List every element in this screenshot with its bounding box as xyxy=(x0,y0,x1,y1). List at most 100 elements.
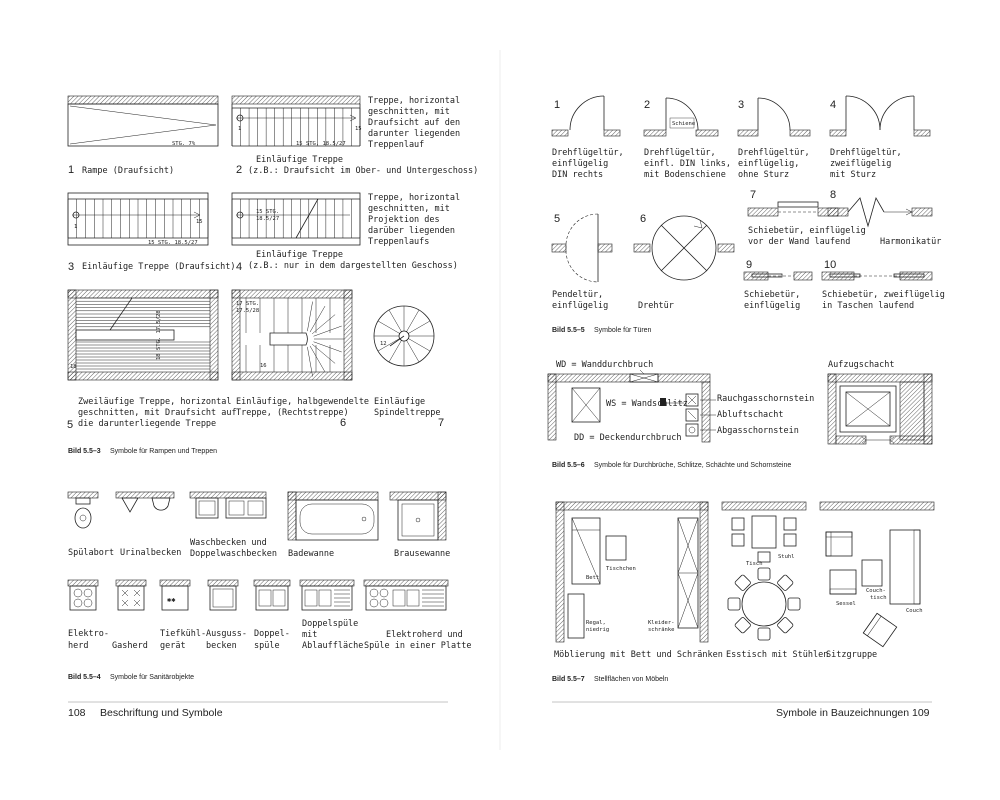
svg-text:Aufzugschacht: Aufzugschacht xyxy=(828,360,895,370)
s5-desc: Zweiläufige Treppe, horizontal geschnitt… xyxy=(78,397,237,429)
svg-text:darunter liegenden: darunter liegenden xyxy=(368,129,460,139)
svg-text:DIN rechts: DIN rechts xyxy=(552,170,603,180)
svg-text:WS = Wandschlitz: WS = Wandschlitz xyxy=(606,399,688,409)
svg-text:Bild 5.5–6: Bild 5.5–6 xyxy=(552,462,585,469)
svg-text:Drehflügeltür,: Drehflügeltür, xyxy=(552,148,624,158)
svg-text:Treppe, (Rechtstreppe): Treppe, (Rechtstreppe) xyxy=(236,408,349,418)
svg-text:Stellflächen von Möbeln: Stellflächen von Möbeln xyxy=(594,676,668,683)
svg-text:die darunterliegende Treppe: die darunterliegende Treppe xyxy=(78,419,216,429)
svg-text:Doppelwaschbecken: Doppelwaschbecken xyxy=(190,549,277,559)
svg-text:Doppel-: Doppel- xyxy=(254,629,290,639)
svg-text:3: 3 xyxy=(68,261,74,273)
svg-text:15 STG.: 15 STG. xyxy=(256,209,279,215)
svg-text:Schiebetür, zweiflügelig: Schiebetür, zweiflügelig xyxy=(822,290,945,300)
svg-text:einflügelig: einflügelig xyxy=(744,301,800,311)
svg-text:in Taschen laufend: in Taschen laufend xyxy=(822,301,914,311)
svg-text:Ablauffläche: Ablauffläche xyxy=(302,641,363,651)
right-page: 1 2 Schiene 3 4 Drehflügeltür, xyxy=(547,95,945,719)
svg-text:7: 7 xyxy=(438,417,444,429)
svg-text:Regal,: Regal, xyxy=(586,620,606,626)
svg-text:einflügelig: einflügelig xyxy=(552,159,608,169)
svg-text:schränke: schränke xyxy=(648,627,675,633)
svg-text:6: 6 xyxy=(640,213,646,225)
svg-text:vor der Wand laufend: vor der Wand laufend xyxy=(748,237,850,247)
stair-2: 1 15 15 STG. 18.5/27 Treppe, horizontal … xyxy=(231,95,478,176)
svg-text:Spindeltreppe: Spindeltreppe xyxy=(374,408,441,418)
svg-text:Rauchgasschornstein: Rauchgasschornstein xyxy=(717,394,814,404)
svg-text:Schiebetür, einflügelig: Schiebetür, einflügelig xyxy=(748,226,866,236)
svg-text:Esstisch mit Stühlen: Esstisch mit Stühlen xyxy=(726,650,828,660)
svg-text:Sessel: Sessel xyxy=(836,601,856,607)
svg-text:Elektro-: Elektro- xyxy=(68,629,109,639)
doors-row-1: 1 2 Schiene 3 4 Drehflügeltür, xyxy=(551,95,931,180)
svg-text:Kleider-: Kleider- xyxy=(648,620,675,626)
svg-text:Tischchen: Tischchen xyxy=(606,566,636,572)
svg-text:Sitzgruppe: Sitzgruppe xyxy=(826,650,877,660)
stair-4: 15 STG. 18.5/27 Treppe, horizontal gesch… xyxy=(231,192,460,273)
svg-text:5: 5 xyxy=(67,419,73,431)
running-head-left: Beschriftung und Symbole xyxy=(100,707,223,719)
svg-text:17.5/28: 17.5/28 xyxy=(236,308,259,314)
s2-desc: Treppe, horizontal geschnitten, mit Drau… xyxy=(368,96,460,150)
svg-text:15 STG. 18.5/27: 15 STG. 18.5/27 xyxy=(148,240,198,246)
sanitary-row-2: ✱✱ Elektro- herd Gasherd Tiefkühl- xyxy=(67,579,471,651)
svg-text:Tisch: Tisch xyxy=(746,561,763,567)
svg-text:12: 12 xyxy=(380,341,387,347)
s1-stg: STG. 7% xyxy=(172,141,196,147)
svg-text:Bett: Bett xyxy=(586,575,599,581)
sanitary-row-1: Spülabort Urinalbecken Waschbecken und D… xyxy=(67,491,450,559)
svg-text:Brausewanne: Brausewanne xyxy=(394,549,450,559)
svg-text:8: 8 xyxy=(830,189,836,201)
svg-text:tisch: tisch xyxy=(870,595,887,601)
svg-text:Gasherd: Gasherd xyxy=(112,641,148,651)
svg-text:Einläufige Treppe: Einläufige Treppe xyxy=(256,155,343,165)
svg-text:4: 4 xyxy=(830,99,836,111)
svg-text:becken: becken xyxy=(206,641,237,651)
svg-text:herd: herd xyxy=(68,641,88,651)
svg-text:Couch: Couch xyxy=(906,608,923,614)
svg-text:9: 9 xyxy=(746,259,752,271)
svg-text:geschnitten, mit: geschnitten, mit xyxy=(368,107,450,117)
svg-text:Badewanne: Badewanne xyxy=(288,549,334,559)
svg-text:Einläufige Treppe: Einläufige Treppe xyxy=(256,250,343,260)
svg-text:Doppelspüle: Doppelspüle xyxy=(302,619,358,629)
s6-desc: Einläufige, halbgewendelte Treppe, (Rech… xyxy=(236,397,369,418)
svg-text:einfl. DIN links,: einfl. DIN links, xyxy=(644,159,731,169)
svg-text:mit Bodenschiene: mit Bodenschiene xyxy=(644,170,726,180)
svg-text:7: 7 xyxy=(750,189,756,201)
furniture-figure: Bett Tischchen Regal, niedrig Kleider- s… xyxy=(554,501,935,660)
svg-text:Spüle in einer Platte: Spüle in einer Platte xyxy=(364,641,471,651)
running-head-right: Symbole in Bauzeichnungen xyxy=(776,707,909,719)
svg-text:Möblierung mit Bett und Schrän: Möblierung mit Bett und Schränken xyxy=(554,650,723,660)
stair-7-spiral: 12 Einläufige Spindeltreppe 7 xyxy=(373,305,444,429)
svg-text:einflügelig: einflügelig xyxy=(552,301,608,311)
svg-text:Treppe, horizontal: Treppe, horizontal xyxy=(368,96,460,106)
svg-text:ohne Sturz: ohne Sturz xyxy=(738,170,789,180)
svg-text:niedrig: niedrig xyxy=(586,627,609,633)
svg-text:Stuhl: Stuhl xyxy=(778,554,795,560)
svg-text:4: 4 xyxy=(236,261,242,273)
s7-desc: Einläufige Spindeltreppe xyxy=(374,397,441,418)
svg-text:Couch-: Couch- xyxy=(866,588,886,594)
svg-text:Waschbecken und: Waschbecken und xyxy=(190,538,267,548)
s1-num: 1 xyxy=(68,164,74,176)
svg-text:Bild 5.5–4: Bild 5.5–4 xyxy=(68,674,101,681)
svg-text:Abluftschacht: Abluftschacht xyxy=(717,410,784,420)
svg-text:darüber liegenden: darüber liegenden xyxy=(368,226,455,236)
svg-text:Ausguss-: Ausguss- xyxy=(206,629,247,639)
svg-text:Bild 5.5–7: Bild 5.5–7 xyxy=(552,676,585,683)
svg-text:Symbole für Durchbrüche, Schli: Symbole für Durchbrüche, Schlitze, Schäc… xyxy=(594,462,791,469)
page-number-right: 109 xyxy=(912,707,930,719)
svg-text:Draufsicht auf den: Draufsicht auf den xyxy=(368,118,460,128)
svg-text:Einläufige, halbgewendelte: Einläufige, halbgewendelte xyxy=(236,397,369,407)
svg-text:Bild 5.5–5: Bild 5.5–5 xyxy=(552,327,585,334)
svg-text:Treppenlaufs: Treppenlaufs xyxy=(368,237,429,247)
openings-figure: WD = Wanddurchbruch WS = Wandschlitz DD … xyxy=(547,360,933,445)
svg-text:Elektroherd und: Elektroherd und xyxy=(386,630,463,640)
svg-text:gerät: gerät xyxy=(160,641,186,651)
svg-text:✱✱: ✱✱ xyxy=(167,596,176,604)
s4-desc: Treppe, horizontal geschnitten, mit Proj… xyxy=(368,193,460,247)
svg-text:Zweiläufige Treppe, horizontal: Zweiläufige Treppe, horizontal xyxy=(78,397,232,407)
svg-text:Einläufige Treppe (Draufsicht): Einläufige Treppe (Draufsicht) xyxy=(82,262,236,272)
